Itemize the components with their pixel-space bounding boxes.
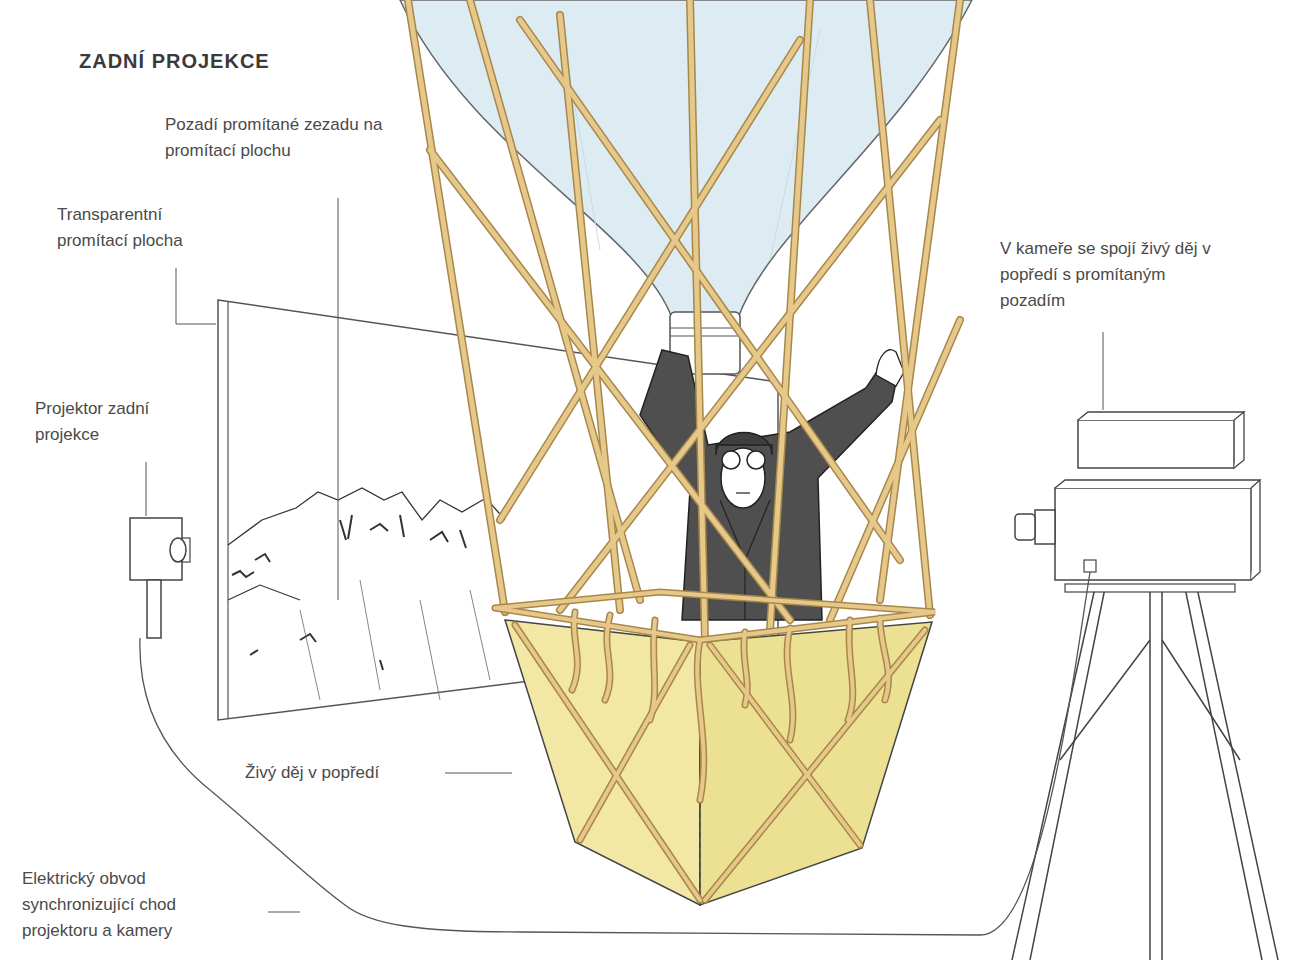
camera-symbol [1012,412,1278,960]
background-label: Pozadí promítané zezadu na promítací plo… [165,112,415,164]
projector-label: Projektor zadní projekce [35,396,160,448]
projector-symbol [130,518,190,638]
foreground-label: Živý děj v popředí [245,760,379,786]
sync-wire [140,572,1090,935]
diagram-title: ZADNÍ PROJEKCE [79,50,270,73]
leader-lines [146,198,1103,912]
camera-label: V kameře se spojí živý děj v popředí s p… [1000,236,1228,314]
circuit-label: Elektrický obvod synchronizující chod pr… [22,866,182,944]
balloon-basket [495,592,935,905]
screen-label: Transparentní promítací plocha [57,202,207,254]
balloon-ropes [408,0,960,640]
